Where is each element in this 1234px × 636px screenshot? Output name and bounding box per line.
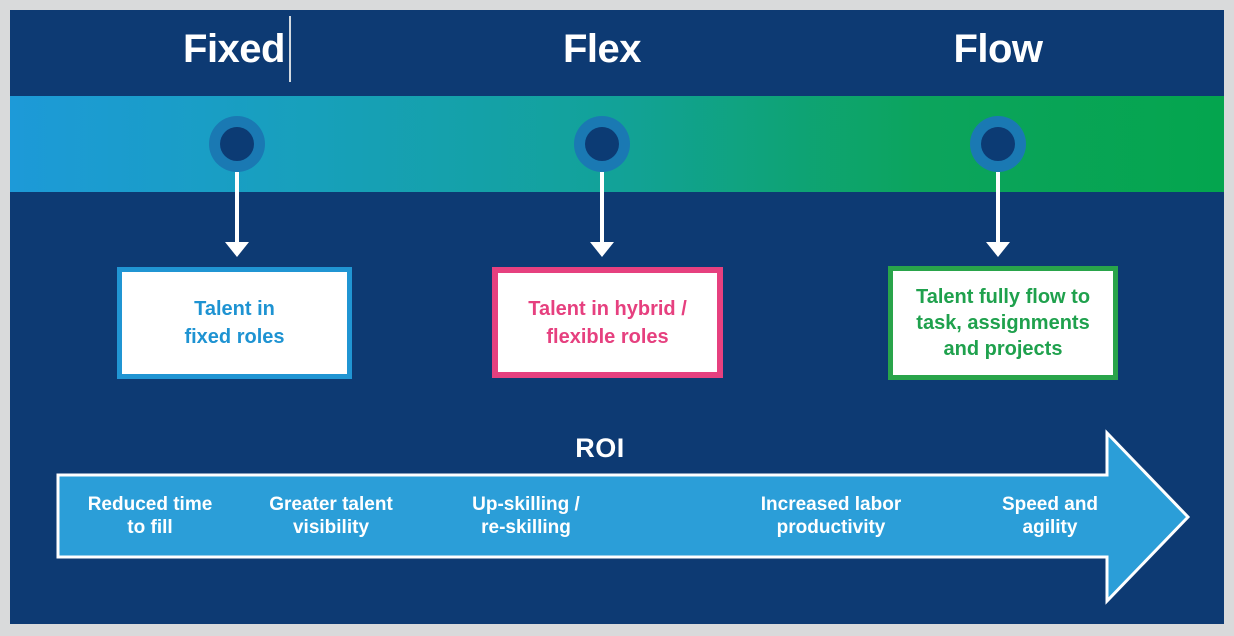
text-cursor [288, 16, 291, 82]
down-arrow-shaft [600, 172, 604, 242]
timeline-dot-flex-core [585, 127, 619, 161]
down-arrow-icon [590, 172, 614, 257]
roi-label-speed-agility: Speed and agility [1001, 494, 1099, 538]
timeline-dot-flex[interactable] [574, 116, 630, 172]
roi-label-labor-productivity: Increased labor productivity [760, 494, 902, 538]
timeline-dot-flow-core [981, 127, 1015, 161]
stage-title-flow-label: Flow [953, 26, 1043, 71]
stage-box-fixed[interactable]: Talent in fixed roles [117, 267, 352, 379]
down-arrow-icon [986, 172, 1010, 257]
roi-label-reduced-time: Reduced time to fill [87, 494, 213, 538]
stage-box-flex[interactable]: Talent in hybrid / flexible roles [492, 267, 723, 378]
roi-label-upskilling: Up-skilling / re-skilling [472, 494, 580, 538]
down-arrow-head [986, 242, 1010, 257]
down-arrow-icon [225, 172, 249, 257]
diagram-panel: Fixed Flex Flow Talent in fixed roles Ta… [10, 10, 1224, 624]
down-arrow-head [590, 242, 614, 257]
stage-title-fixed[interactable]: Fixed [183, 16, 291, 82]
timeline-dot-flow[interactable] [970, 116, 1026, 172]
stage-box-flow[interactable]: Talent fully flow to task, assignments a… [888, 266, 1118, 380]
stage-title-fixed-label: Fixed [183, 26, 285, 71]
timeline-dot-fixed[interactable] [209, 116, 265, 172]
stage-title-flow[interactable]: Flow [953, 16, 1043, 82]
stage-title-flex-label: Flex [562, 26, 642, 71]
timeline-dot-fixed-core [220, 127, 254, 161]
down-arrow-shaft [996, 172, 1000, 242]
stage-title-flex[interactable]: Flex [562, 16, 642, 82]
roi-title: ROI [575, 433, 625, 463]
down-arrow-shaft [235, 172, 239, 242]
down-arrow-head [225, 242, 249, 257]
roi-label-talent-visibility: Greater talent visibility [269, 494, 393, 538]
